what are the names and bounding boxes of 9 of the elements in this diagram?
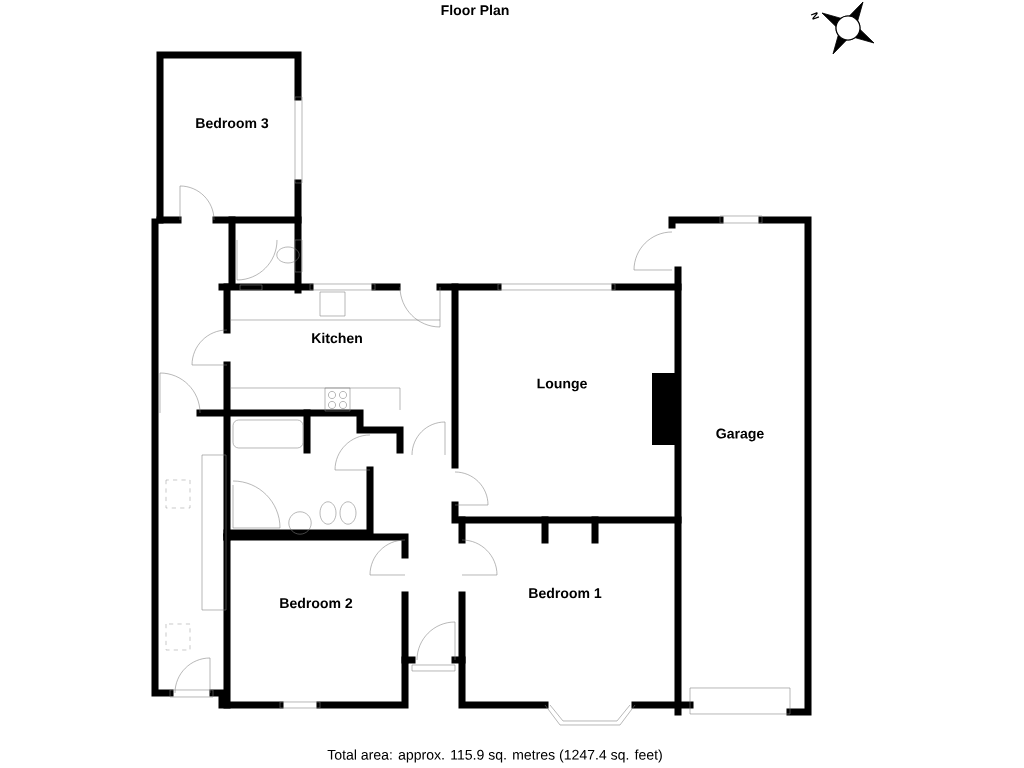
room-label: Lounge [535, 377, 589, 393]
room-label: Bedroom 3 [193, 116, 271, 130]
room-label: Bedroom 1 [526, 586, 604, 600]
room-label: Kitchen [309, 331, 365, 345]
title: Floor Plan [441, 4, 509, 16]
compass-letter: N [810, 12, 820, 20]
caption: Total area: approx. 115.9 sq. metres (1247.4 sq. feet) [327, 749, 662, 763]
room-label: Bedroom 2 [277, 596, 355, 610]
room-label: Garage [714, 427, 766, 443]
